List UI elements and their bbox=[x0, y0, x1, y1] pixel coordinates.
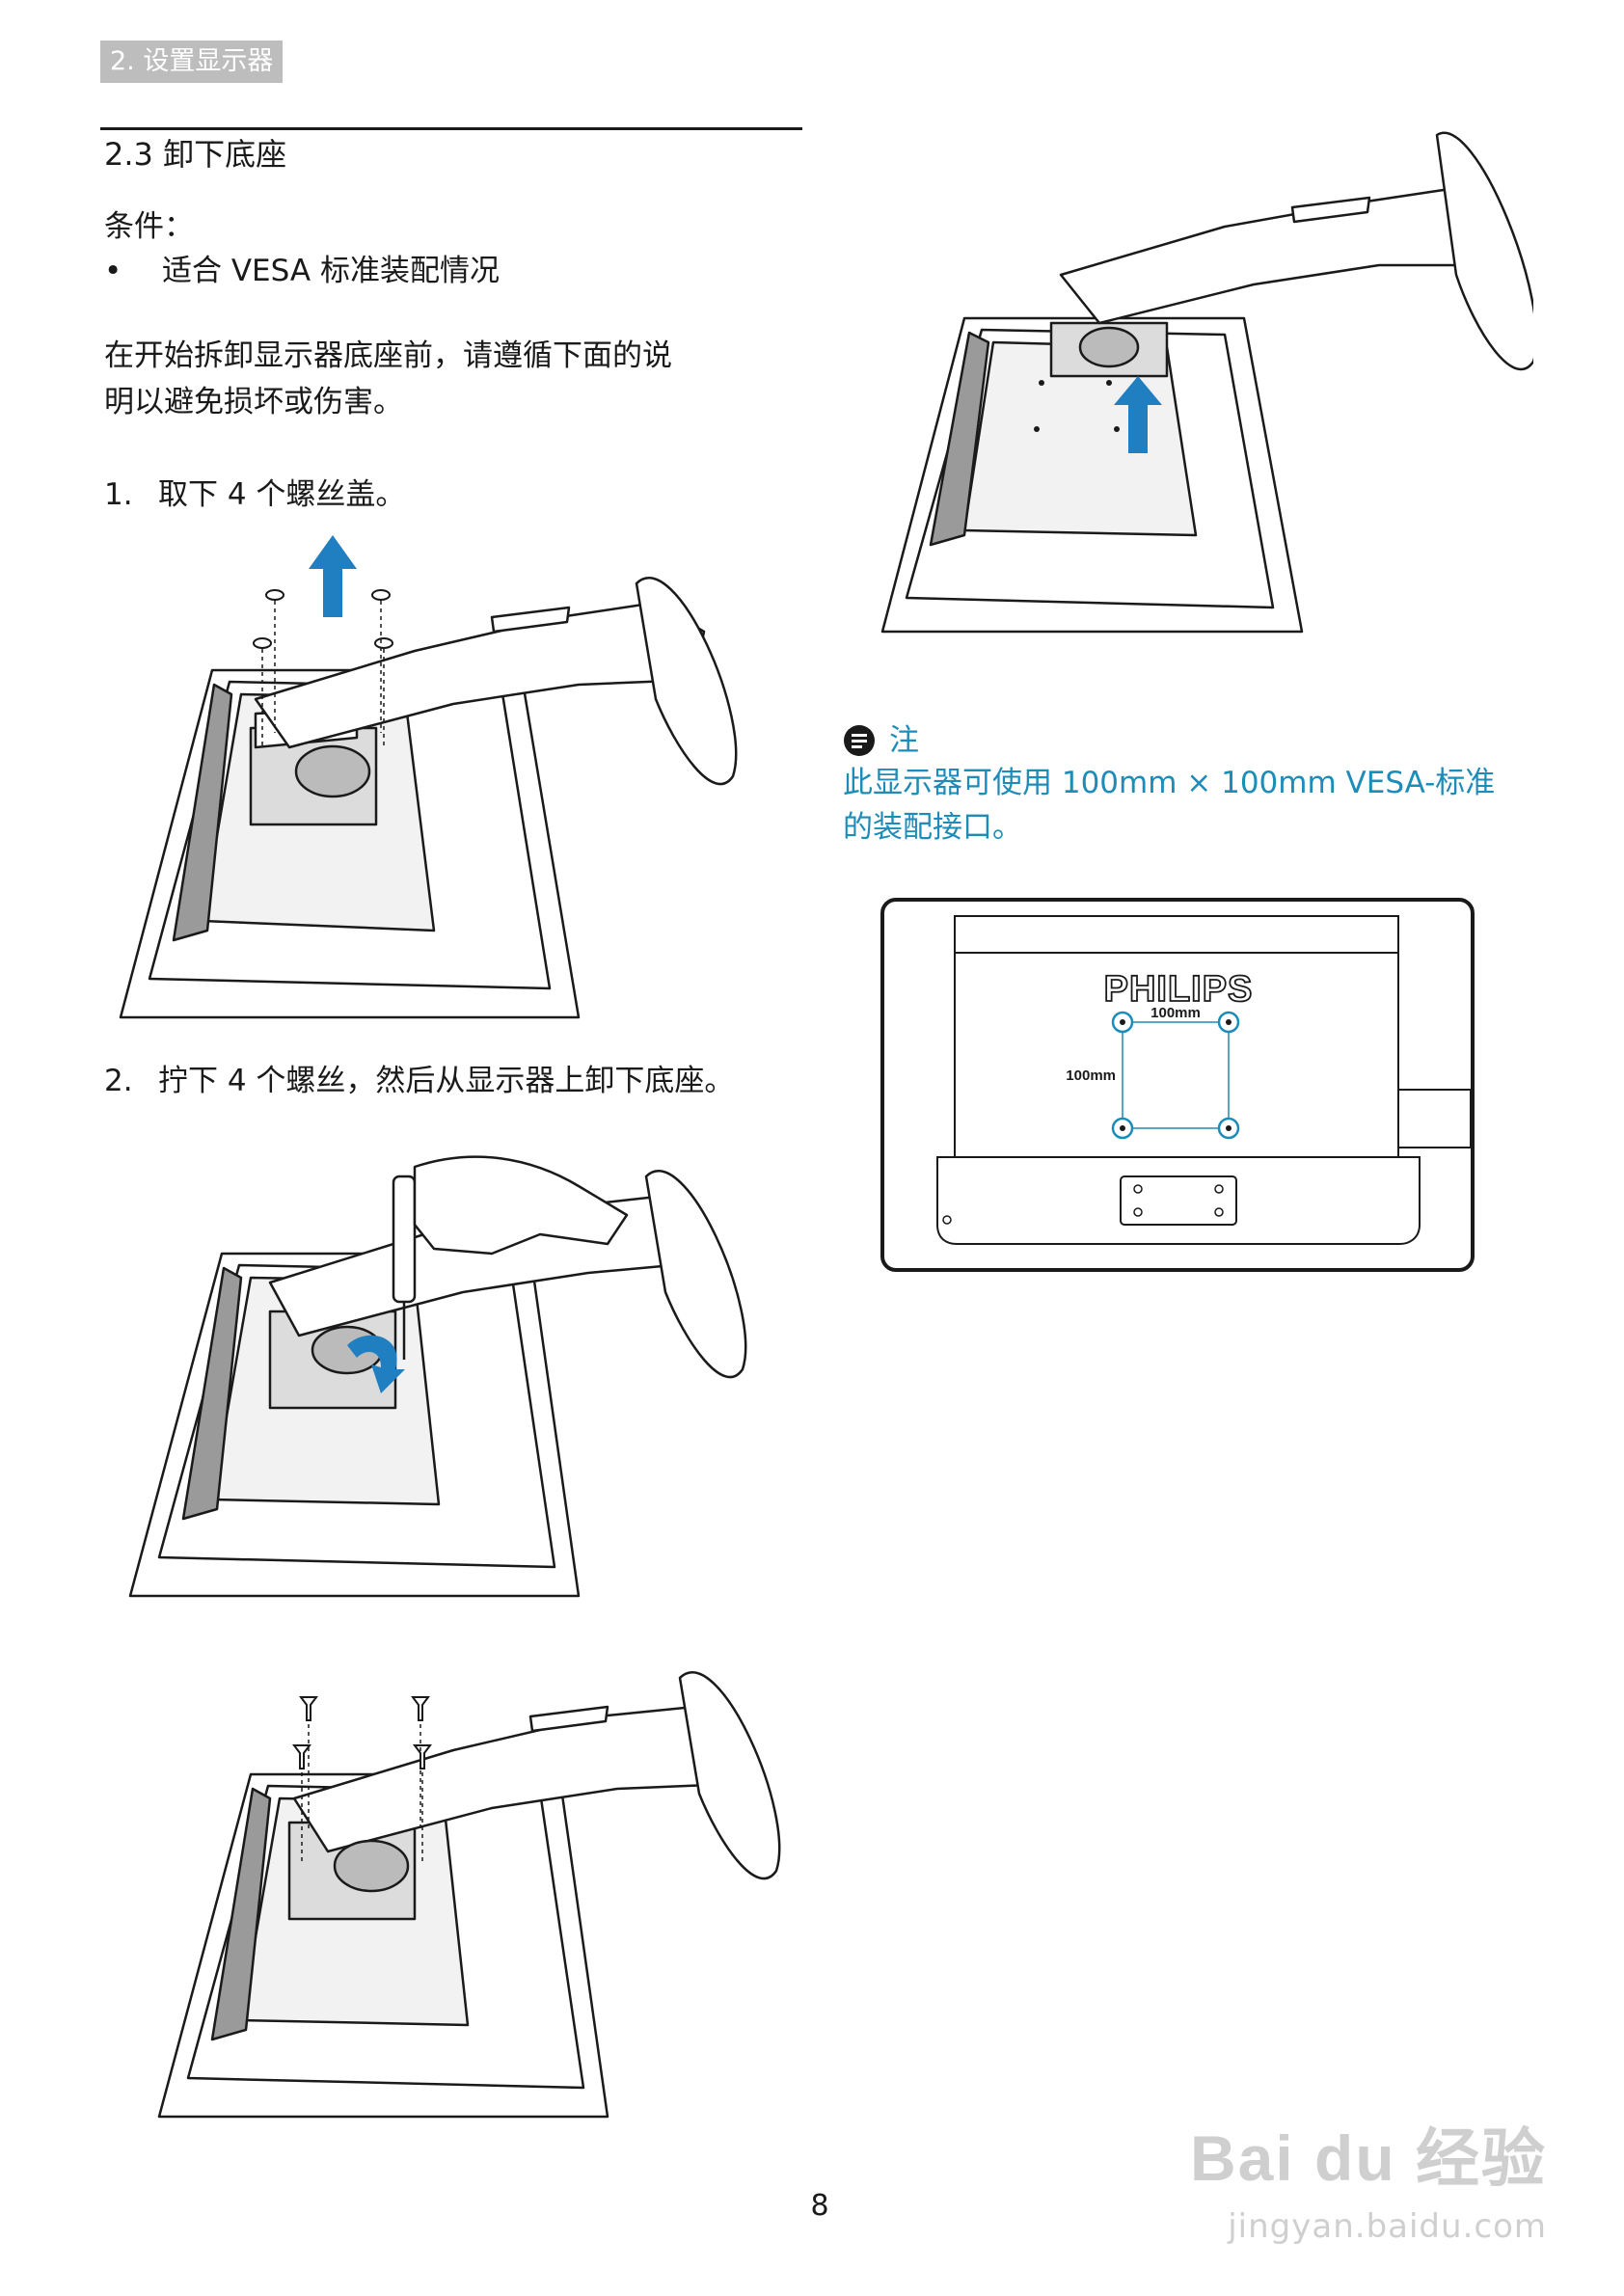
step-1-number: 1. bbox=[104, 477, 133, 512]
section-title: 2.3 卸下底座 bbox=[104, 136, 287, 173]
step-2: 2. 拧下 4 个螺丝，然后从显示器上卸下底座。 bbox=[104, 1059, 734, 1103]
up-arrow-icon bbox=[1114, 376, 1162, 453]
bullet-symbol: • bbox=[104, 254, 122, 288]
brand-logo: PHILIPS bbox=[1104, 969, 1254, 1010]
vesa-back-panel-diagram: PHILIPS 100mm 100mm bbox=[880, 898, 1475, 1272]
watermark-url: jingyan.baidu.com bbox=[1228, 2207, 1547, 2246]
rotate-arrow-icon bbox=[347, 1335, 405, 1393]
illustration-remove-covers bbox=[119, 535, 738, 1019]
conditions-label: 条件： bbox=[104, 209, 194, 244]
baidu-watermark: Bai du 经验 jingyan.baidu.com bbox=[1190, 2107, 1547, 2246]
watermark-main: Bai du 经验 bbox=[1189, 2122, 1547, 2194]
conditions-bullet-item: • 适合 VESA 标准装配情况 bbox=[104, 249, 500, 293]
note-heading: 注 bbox=[843, 718, 919, 763]
dimension-horizontal: 100mm bbox=[1150, 1005, 1201, 1021]
intro-line-2: 明以避免损坏或伤害。 bbox=[104, 385, 403, 419]
note-line-2: 的装配接口。 bbox=[843, 810, 1022, 845]
section-rule bbox=[100, 127, 802, 130]
illustration-lift-base bbox=[880, 131, 1533, 634]
intro-line-1: 在开始拆卸显示器底座前，请遵循下面的说 bbox=[104, 338, 672, 373]
note-icon bbox=[844, 725, 875, 756]
illustration-screws-removed bbox=[157, 1671, 781, 2119]
chapter-tab: 2. 设置显示器 bbox=[100, 41, 284, 83]
illustration-unscrew bbox=[128, 1155, 747, 1598]
bullet-text: 适合 VESA 标准装配情况 bbox=[162, 254, 500, 288]
step-2-number: 2. bbox=[104, 1064, 133, 1098]
note-line-1: 此显示器可使用 100mm × 100mm VESA-标准 bbox=[843, 766, 1496, 800]
page-number: 8 bbox=[810, 2189, 829, 2223]
up-arrow-icon bbox=[309, 535, 357, 617]
step-1-text: 取下 4 个螺丝盖。 bbox=[158, 477, 406, 512]
step-1: 1. 取下 4 个螺丝盖。 bbox=[104, 473, 405, 517]
step-2-text: 拧下 4 个螺丝，然后从显示器上卸下底座。 bbox=[158, 1064, 735, 1098]
note-title: 注 bbox=[889, 723, 919, 758]
dimension-vertical: 100mm bbox=[1066, 1067, 1116, 1084]
